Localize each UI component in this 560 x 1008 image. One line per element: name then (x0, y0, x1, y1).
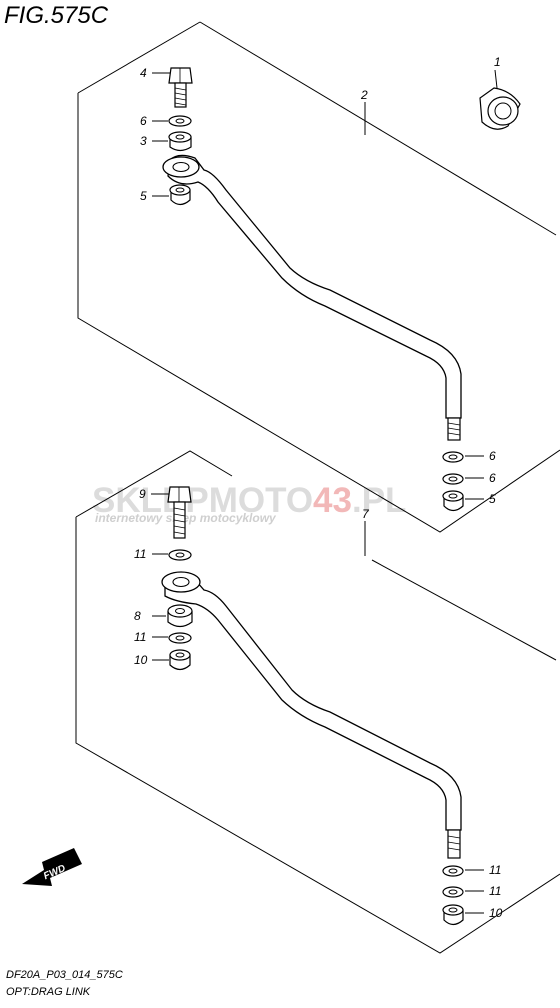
callout-10a: 10 (134, 653, 148, 667)
callout-11a: 11 (134, 547, 146, 561)
upper-assembly: 2 1 4 6 3 (77, 21, 560, 533)
figure-name: OPT:DRAG LINK (6, 986, 91, 998)
lower-assembly: 7 9 11 8 (75, 450, 560, 954)
callout-6a: 6 (140, 114, 147, 128)
callout-3: 3 (140, 134, 147, 148)
washer-part-6-upper (168, 115, 192, 127)
fwd-arrow-icon: FWD (22, 848, 82, 886)
lower-box-outline (75, 517, 560, 954)
callout-8: 8 (134, 609, 141, 623)
callout-11d: 11 (489, 884, 501, 898)
callout-6c: 6 (489, 471, 496, 485)
washer-part-11-upper (168, 549, 192, 561)
drag-link-upper (162, 154, 462, 441)
washer-part-6-end-a (442, 451, 464, 463)
callout-7: 7 (362, 507, 370, 521)
washer-part-11-end-a (442, 865, 464, 877)
callout-9: 9 (139, 487, 146, 501)
callout-2: 2 (360, 88, 368, 102)
bolt-part-9 (167, 486, 192, 539)
callout-11b: 11 (134, 630, 146, 644)
collar-part-8 (167, 604, 193, 628)
drag-link-lower (161, 571, 462, 859)
nut-part-10-end (442, 904, 464, 926)
nut-part-10-upper (169, 649, 191, 671)
watermark: SKLEPMOTO43.PL internetowy sklep motocyk… (92, 481, 406, 525)
bolt-part-4 (168, 67, 193, 108)
watermark-text: SKLEPMOTO43.PL (92, 481, 406, 520)
upper-box-outline (77, 93, 560, 533)
washer-part-11-mid (168, 632, 192, 644)
nut-part-1 (479, 69, 521, 130)
callout-1: 1 (494, 55, 501, 69)
washer-part-11-end-b (442, 886, 464, 898)
callout-6b: 6 (489, 449, 496, 463)
figure-code: DF20A_P03_014_575C (6, 969, 123, 981)
nut-part-5-upper (169, 184, 191, 206)
figure-title: FIG.575C (4, 2, 109, 29)
watermark-subtitle: internetowy sklep motocyklowy (95, 511, 277, 525)
callout-4: 4 (140, 66, 147, 80)
callout-5a: 5 (140, 189, 147, 203)
nut-part-5-end (442, 490, 464, 512)
callout-5b: 5 (489, 492, 496, 506)
callout-10b: 10 (489, 906, 503, 920)
collar-part-3 (168, 131, 192, 152)
callout-11c: 11 (489, 863, 501, 877)
washer-part-6-end-b (442, 473, 464, 485)
